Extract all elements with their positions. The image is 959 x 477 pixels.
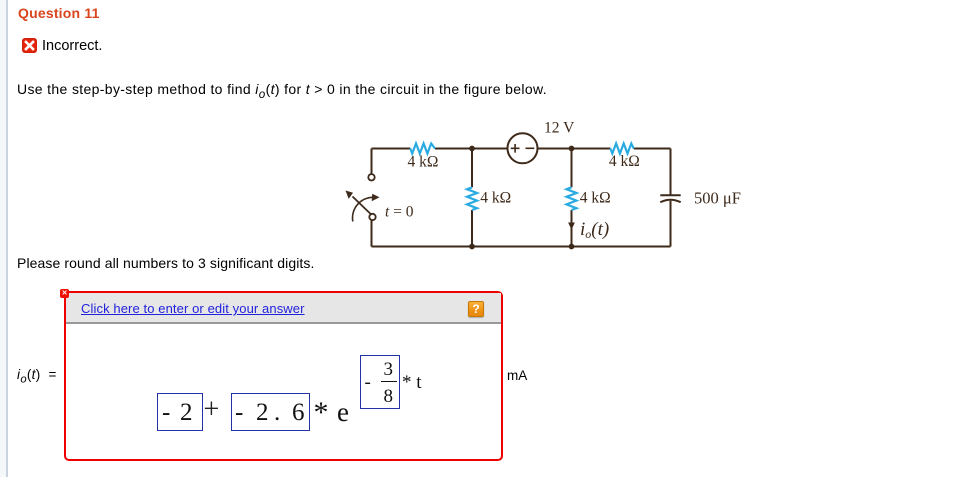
svg-text:t = 0: t = 0: [385, 204, 414, 221]
svg-text:500 μF: 500 μF: [694, 188, 741, 207]
svg-text:io(t): io(t): [580, 219, 609, 241]
svg-text:4 kΩ: 4 kΩ: [408, 154, 439, 171]
svg-text:4 kΩ: 4 kΩ: [480, 190, 511, 207]
svg-text:12 V: 12 V: [544, 120, 575, 137]
svg-text:4 kΩ: 4 kΩ: [609, 153, 640, 170]
svg-text:4 kΩ: 4 kΩ: [580, 190, 611, 207]
